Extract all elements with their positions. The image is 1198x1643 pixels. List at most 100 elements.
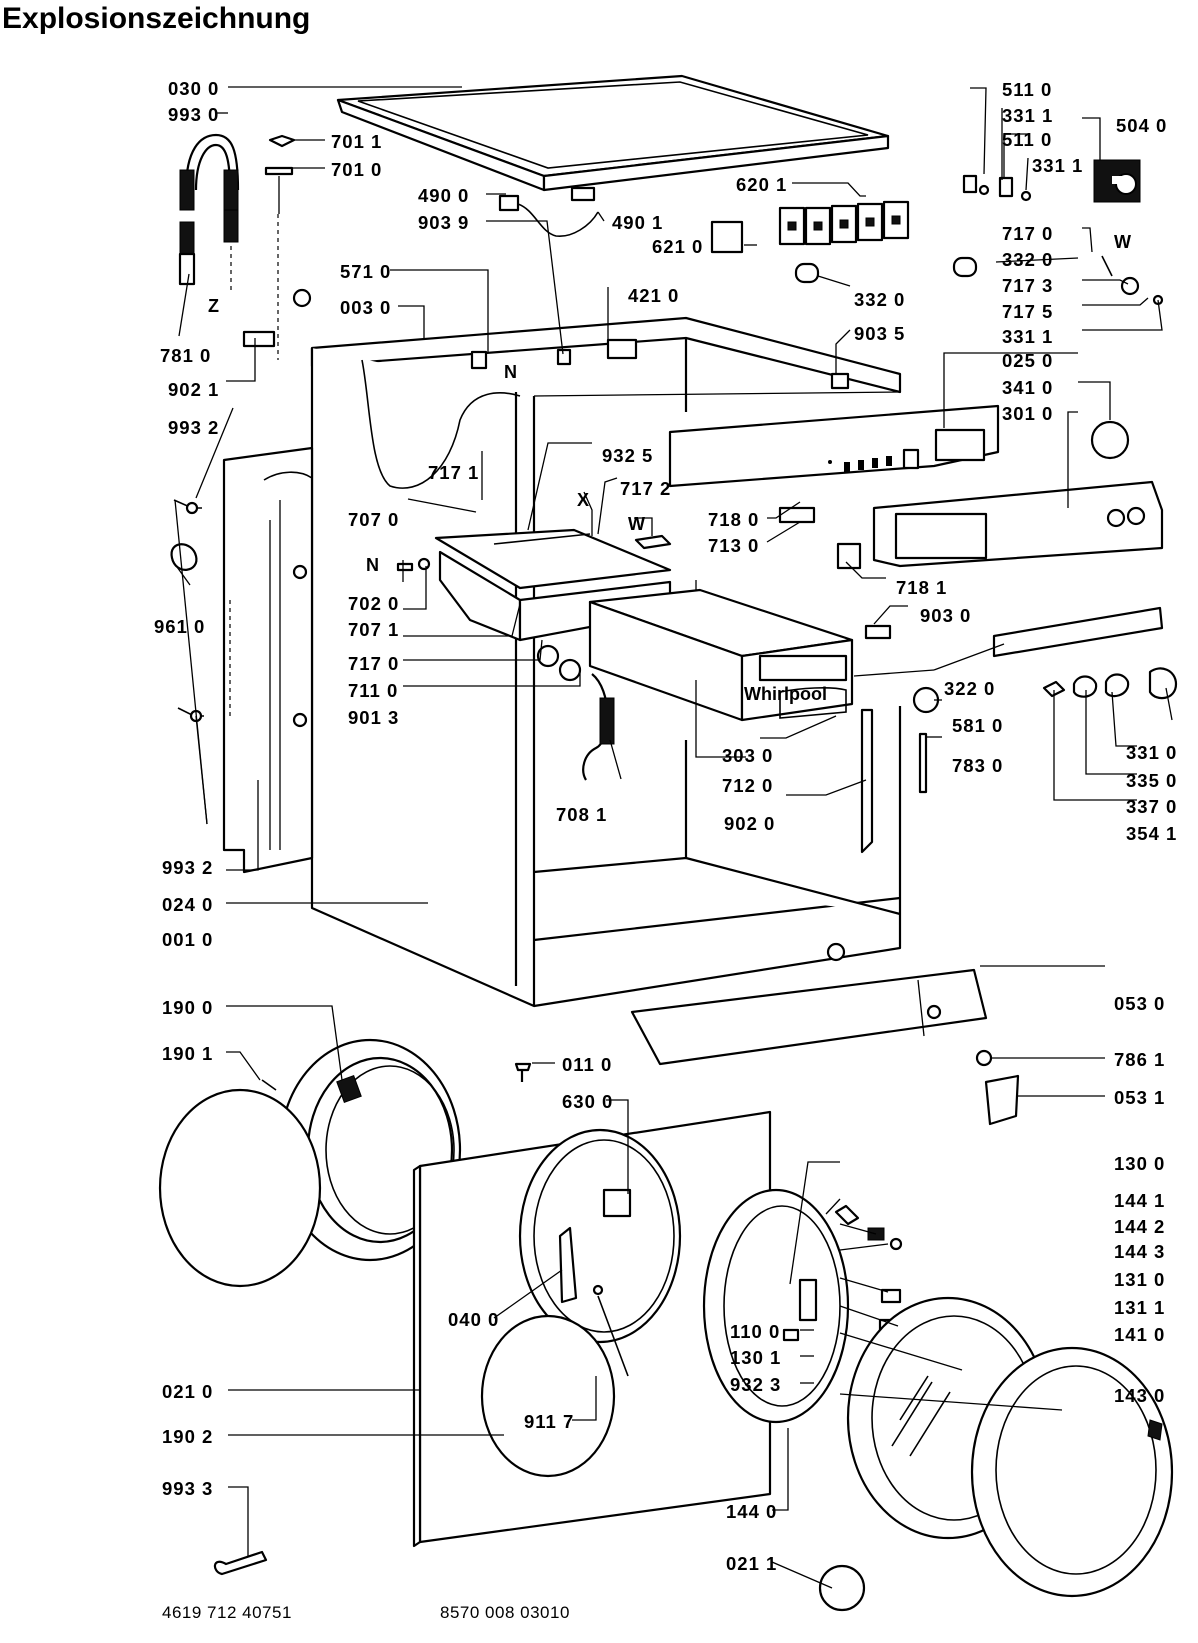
part-label: 911 7 <box>524 1411 574 1432</box>
part-label: 144 0 <box>726 1501 777 1522</box>
part-label: 301 0 <box>1002 403 1053 424</box>
timer-module <box>1093 159 1141 203</box>
back-panel <box>222 446 314 874</box>
part-label: 901 3 <box>348 707 399 728</box>
part-label: 143 0 <box>1114 1385 1165 1406</box>
inlet-hose <box>178 133 240 290</box>
switch-block <box>778 200 910 246</box>
part-label: 781 0 <box>160 345 211 366</box>
part-label: 630 0 <box>562 1091 613 1112</box>
part-label: 701 0 <box>331 159 382 180</box>
part-label: 144 1 <box>1114 1190 1165 1211</box>
part-label: 903 5 <box>854 323 905 344</box>
part-label: 110 0 <box>730 1321 780 1342</box>
part-label: 025 0 <box>1002 350 1053 371</box>
part-label: 903 9 <box>418 212 469 233</box>
part-label: 783 0 <box>952 755 1003 776</box>
capacitor <box>794 262 820 284</box>
part-label: 053 1 <box>1114 1087 1165 1108</box>
control-knobs <box>1042 667 1178 700</box>
part-label: 024 0 <box>162 894 213 915</box>
dispenser-drawer: Whirlpool <box>588 588 854 722</box>
part-label: 331 1 <box>1002 326 1053 347</box>
part-label: 717 5 <box>1002 301 1053 322</box>
part-label: 144 3 <box>1114 1241 1165 1262</box>
part-label: 001 0 <box>162 929 213 950</box>
cap-786 <box>975 1049 993 1067</box>
brand-text: Whirlpool <box>744 684 827 704</box>
part-label: 932 5 <box>602 445 653 466</box>
part-label: 040 0 <box>448 1309 499 1330</box>
part-label: 707 1 <box>348 619 399 640</box>
part-label: 341 0 <box>1002 377 1053 398</box>
switch-621 <box>710 220 744 254</box>
control-strip <box>992 606 1164 658</box>
cabinet-frame <box>310 316 902 1008</box>
part-label: 130 1 <box>730 1347 781 1368</box>
letter-n: N <box>366 555 379 575</box>
part-label: 130 0 <box>1114 1153 1165 1174</box>
fascia-panel <box>872 480 1164 568</box>
part-labels: 030 0 993 0 701 1 701 0 490 0 903 9 490 … <box>154 78 1177 1574</box>
part-label: 331 1 <box>1002 105 1053 126</box>
cap-021-1 <box>818 1564 866 1612</box>
part-label: 053 0 <box>1114 993 1165 1014</box>
part-label: 717 3 <box>1002 275 1053 296</box>
part-label: 335 0 <box>1126 770 1177 791</box>
letter-x: X <box>577 490 589 510</box>
part-903-0 <box>864 624 892 640</box>
part-label: 717 1 <box>428 462 479 483</box>
part-label: 571 0 <box>340 261 391 282</box>
part-label: 961 0 <box>154 616 205 637</box>
part-label: 190 2 <box>162 1426 213 1447</box>
part-718-1 <box>836 542 862 570</box>
part-label: 337 0 <box>1126 796 1177 817</box>
capacitor <box>952 256 978 278</box>
part-label: 702 0 <box>348 593 399 614</box>
part-label: 511 0 <box>1002 79 1052 100</box>
door-outer-ring <box>970 1346 1174 1598</box>
part-label: 141 0 <box>1114 1324 1165 1345</box>
part-label: 708 1 <box>556 804 607 825</box>
part-label: 902 0 <box>724 813 775 834</box>
part-label: 713 0 <box>708 535 759 556</box>
part-783 <box>918 732 928 794</box>
part-label: 701 1 <box>331 131 382 152</box>
window-190-2 <box>480 1314 616 1478</box>
part-label: 993 3 <box>162 1478 213 1499</box>
part-label: 621 0 <box>652 236 703 257</box>
part-label: 993 0 <box>168 104 219 125</box>
screw-144-1 <box>834 1204 860 1226</box>
part-label: 932 3 <box>730 1374 781 1395</box>
lamp-holder <box>1120 276 1140 296</box>
part-label: 504 0 <box>1116 115 1167 136</box>
kick-plate <box>630 968 988 1066</box>
part-label: 718 0 <box>708 509 759 530</box>
ring-seal <box>170 543 198 571</box>
part-label: 786 1 <box>1114 1049 1165 1070</box>
part-label: 620 1 <box>736 174 787 195</box>
part-label: 322 0 <box>944 678 995 699</box>
part-label: 131 1 <box>1114 1297 1165 1318</box>
footer-part-number: 4619 712 40751 <box>162 1603 292 1622</box>
flap-053-1 <box>984 1074 1020 1126</box>
part-label: 993 2 <box>162 857 213 878</box>
part-label: 707 0 <box>348 509 399 530</box>
cable-connector <box>498 194 520 212</box>
knob-341 <box>1090 420 1130 460</box>
part-label: 581 0 <box>952 715 1003 736</box>
part-label: 712 0 <box>722 775 773 796</box>
part-label: 711 0 <box>348 680 398 701</box>
part-label: 993 2 <box>168 417 219 438</box>
part-label: 021 0 <box>162 1381 213 1402</box>
seal-ring-190-1 <box>158 1088 322 1288</box>
part-label: 511 0 <box>1002 129 1052 150</box>
part-label: 490 1 <box>612 212 663 233</box>
letter-z: Z <box>208 296 219 316</box>
part-label: 331 0 <box>1126 742 1177 763</box>
part-label: 717 0 <box>1002 223 1053 244</box>
part-label: 190 0 <box>162 997 213 1018</box>
part-label: 331 1 <box>1032 155 1083 176</box>
part-label: 717 2 <box>620 478 671 499</box>
